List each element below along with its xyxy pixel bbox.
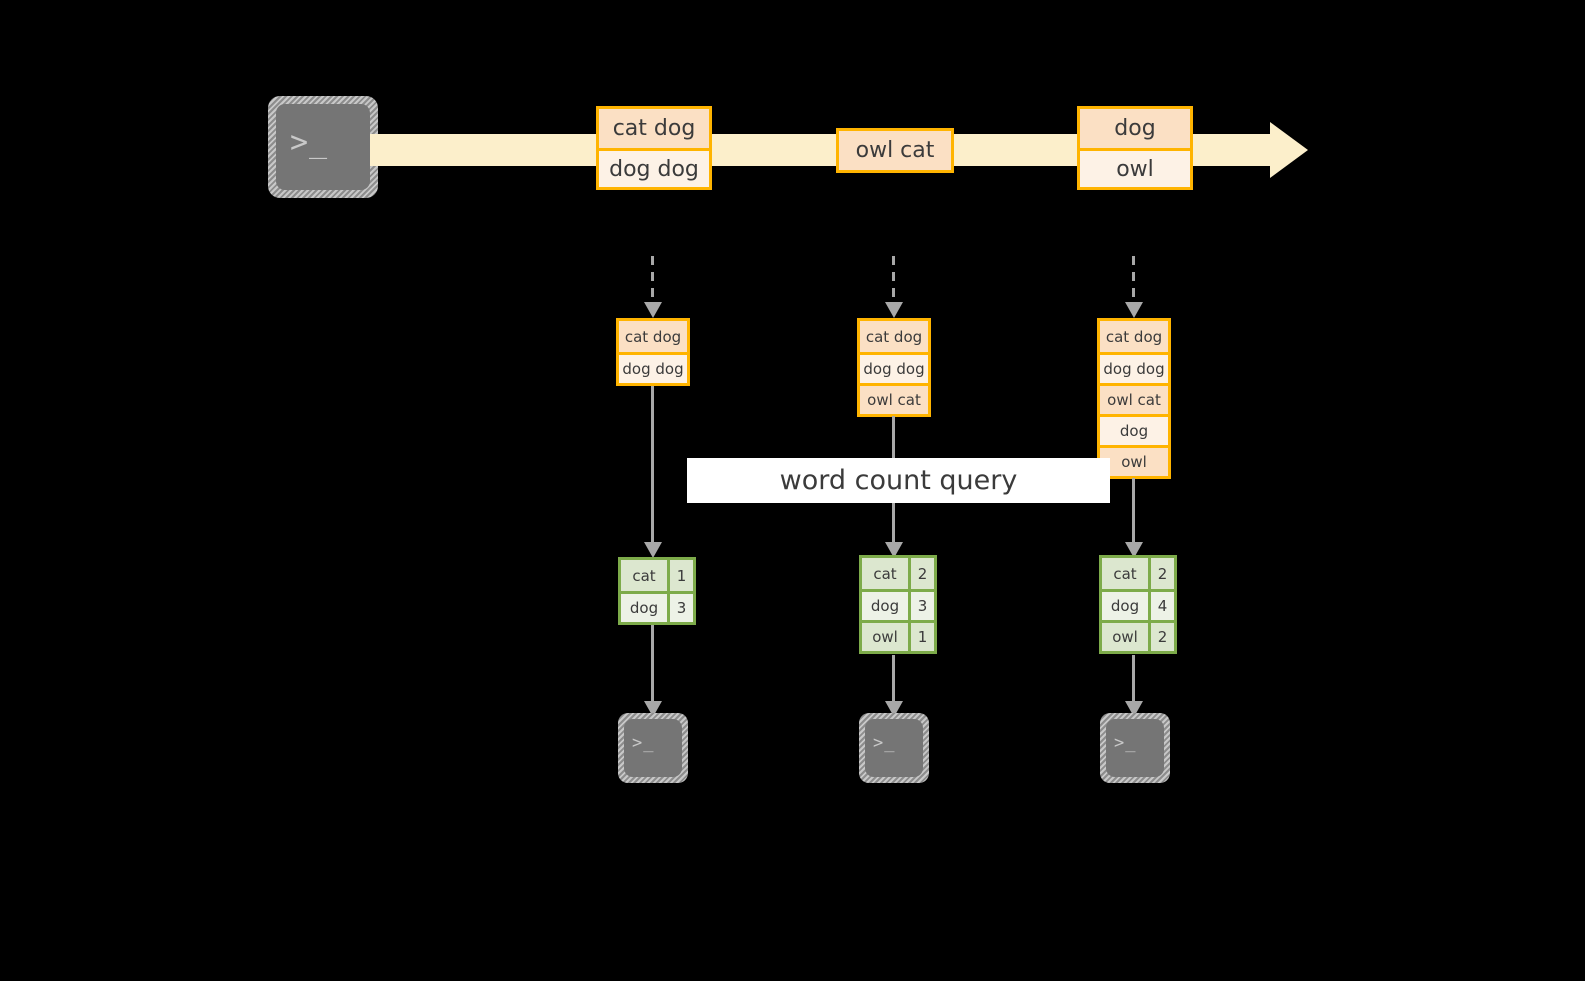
snapshot-record: dog dog	[1100, 352, 1168, 383]
sink-terminal-icon-2: >_	[859, 713, 929, 783]
stream-to-snapshot-arrow-3	[1124, 256, 1143, 318]
table-row: cat 2	[1102, 558, 1174, 589]
snapshot-records-2: cat dog dog dog owl cat	[857, 318, 931, 417]
table-cell-word: cat	[862, 558, 908, 589]
table-cell-word: dog	[1102, 592, 1148, 620]
stream-to-snapshot-arrow-1	[643, 256, 662, 318]
table-row: dog 3	[621, 591, 693, 622]
snapshot-to-result-arrow-3	[1124, 478, 1143, 558]
table-cell-count: 1	[908, 623, 934, 651]
table-cell-word: owl	[1102, 623, 1148, 651]
table-row: dog 3	[862, 589, 934, 620]
table-row: dog 4	[1102, 589, 1174, 620]
table-cell-count: 3	[908, 592, 934, 620]
sink-terminal-icon-3: >_	[1100, 713, 1170, 783]
sink-terminal-prompt-glyph-2: >_	[873, 733, 896, 753]
stream-arrowhead	[1270, 122, 1308, 178]
sink-terminal-prompt-glyph-3: >_	[1114, 733, 1137, 753]
snapshot-record: cat dog	[619, 321, 687, 352]
snapshot-record: dog dog	[619, 352, 687, 383]
snapshot-records-1: cat dog dog dog	[616, 318, 690, 386]
snapshot-record: cat dog	[1100, 321, 1168, 352]
table-cell-count: 1	[667, 560, 693, 591]
result-to-sink-arrow-2	[884, 655, 903, 717]
table-row: cat 1	[621, 560, 693, 591]
snapshot-record: owl	[1100, 445, 1168, 476]
table-cell-count: 2	[1148, 623, 1174, 651]
stream-record: dog	[1080, 109, 1190, 148]
source-terminal-icon: >_	[268, 96, 378, 198]
sink-terminal-body-2	[865, 719, 923, 777]
stream-record: owl	[1080, 148, 1190, 187]
table-row: cat 2	[862, 558, 934, 589]
table-cell-word: cat	[621, 560, 667, 591]
result-to-sink-arrow-1	[643, 625, 662, 717]
snapshot-record: cat dog	[860, 321, 928, 352]
snapshot-record: owl cat	[860, 383, 928, 414]
sink-terminal-body-3	[1106, 719, 1164, 777]
sink-terminal-body-1	[624, 719, 682, 777]
result-to-sink-arrow-3	[1124, 655, 1143, 717]
snapshot-to-result-arrow-1	[643, 386, 662, 558]
snapshot-record: dog	[1100, 414, 1168, 445]
result-table-1: cat 1 dog 3	[618, 557, 696, 625]
result-table-3: cat 2 dog 4 owl 2	[1099, 555, 1177, 654]
table-row: owl 1	[862, 620, 934, 651]
stream-group-batch-1: cat dog dog dog	[596, 106, 712, 190]
stream-record: owl cat	[839, 131, 951, 170]
snapshot-record: dog dog	[860, 352, 928, 383]
query-label-text: word count query	[779, 465, 1018, 496]
table-cell-count: 4	[1148, 592, 1174, 620]
snapshot-record: owl cat	[1100, 383, 1168, 414]
table-cell-word: dog	[862, 592, 908, 620]
table-cell-word: owl	[862, 623, 908, 651]
table-cell-word: dog	[621, 594, 667, 622]
stream-group-batch-2: owl cat	[836, 128, 954, 173]
table-cell-word: cat	[1102, 558, 1148, 589]
snapshot-records-3: cat dog dog dog owl cat dog owl	[1097, 318, 1171, 479]
sink-terminal-prompt-glyph-1: >_	[632, 733, 655, 753]
source-terminal-body	[276, 104, 370, 190]
query-label: word count query	[687, 458, 1110, 503]
table-cell-count: 3	[667, 594, 693, 622]
stream-record: dog dog	[599, 148, 709, 187]
stream-to-snapshot-arrow-2	[884, 256, 903, 318]
sink-terminal-icon-1: >_	[618, 713, 688, 783]
source-terminal-prompt-glyph: >_	[290, 125, 329, 160]
table-cell-count: 2	[1148, 558, 1174, 589]
stream-group-batch-3: dog owl	[1077, 106, 1193, 190]
table-row: owl 2	[1102, 620, 1174, 651]
table-cell-count: 2	[908, 558, 934, 589]
stream-record: cat dog	[599, 109, 709, 148]
result-table-2: cat 2 dog 3 owl 1	[859, 555, 937, 654]
